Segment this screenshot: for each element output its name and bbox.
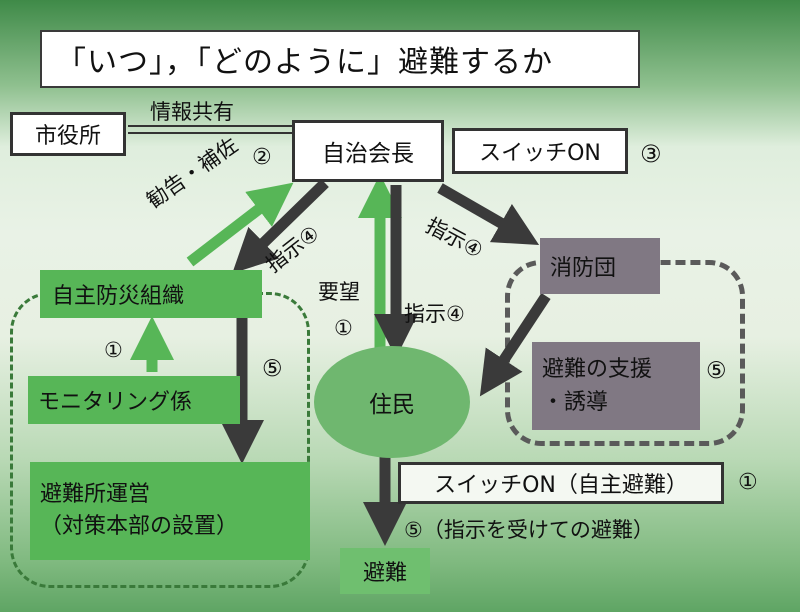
switch-on-box: スイッチON [452,128,628,174]
evacuation-by-instruction-label: ⑤（指示を受けての避難） [404,518,654,542]
monitoring-box: モニタリング係 [28,376,240,424]
step5-support-marker: ⑤ [706,358,727,384]
step1-monitor-marker: ① [104,338,123,362]
step1-self-marker: ① [738,470,758,495]
disaster-org-box: 自主防災組織 [40,270,262,318]
city-hall-box: 市役所 [10,112,126,156]
support-arrow [479,292,551,397]
evacuation-support-line2: ・誘導 [542,390,609,415]
step3-marker: ③ [640,140,662,168]
shelter-operation-line2: （対策本部の設置） [40,514,239,539]
step5-left-marker: ⑤ [262,356,283,382]
info-share-label: 情報共有 [150,100,234,124]
instruct-arrow-right [437,183,540,245]
fire-brigade-box: 消防団 [540,238,660,294]
chairman-box: 自治会長 [292,120,444,182]
shelter-operation-line1: 避難所運営 [40,482,151,508]
instruct-center-label: 指示④ [404,302,465,326]
residents-label: 住民 [369,392,415,418]
switch-on-self-box: スイッチON（自主避難） [398,462,724,504]
evacuation-support-box: 避難の支援 ・誘導 [532,342,700,430]
residents-ellipse: 住民 [314,346,470,458]
evacuation-support-line1: 避難の支援 [542,357,653,382]
instruct-arrow-left [232,179,329,274]
shelter-operation-box: 避難所運営 （対策本部の設置） [30,462,310,560]
step2-marker: ② [252,145,272,170]
request-label: 要望 [318,280,360,304]
step1-request-marker: ① [334,316,353,340]
evacuation-box: 避難 [340,548,430,594]
page-title: 「いつ」，「どのように」避難するか [40,30,640,88]
